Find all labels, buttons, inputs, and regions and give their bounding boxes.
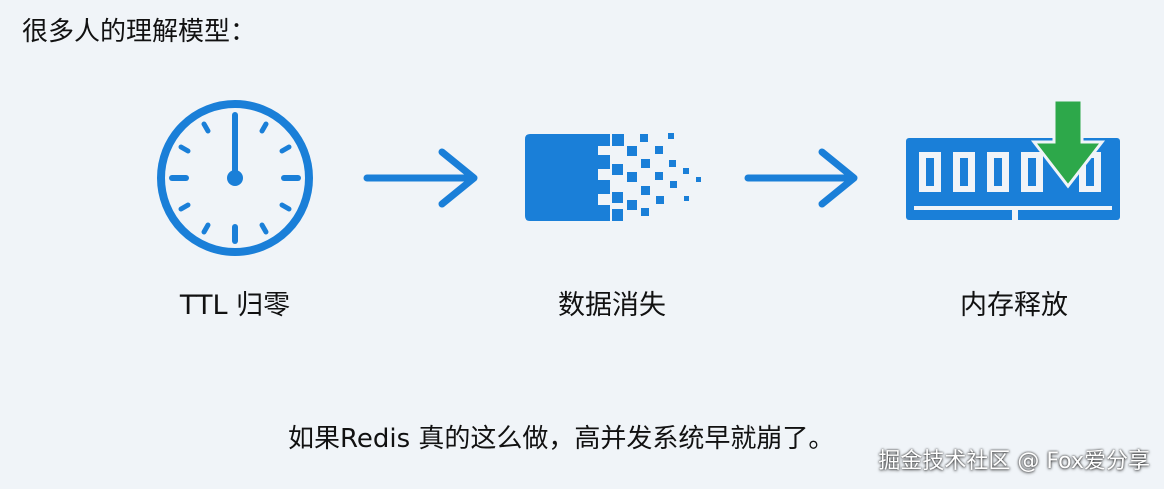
clock-icon — [157, 100, 313, 256]
step-label-ttl: TTL 归零 — [179, 290, 291, 321]
step-label-data-gone: 数据消失 — [558, 290, 666, 321]
caption: 如果Redis 真的这么做，高并发系统早就崩了。 — [288, 424, 835, 454]
data-dissolve-icon — [525, 133, 701, 221]
arrow-right-icon — [363, 148, 478, 208]
page-title: 很多人的理解模型： — [22, 17, 257, 47]
arrow-right-icon — [744, 148, 858, 208]
step-label-memory-release: 内存释放 — [960, 290, 1068, 321]
memory-release-icon — [906, 98, 1120, 220]
watermark: 掘金技术社区 @ Fox爱分享 — [878, 449, 1150, 474]
